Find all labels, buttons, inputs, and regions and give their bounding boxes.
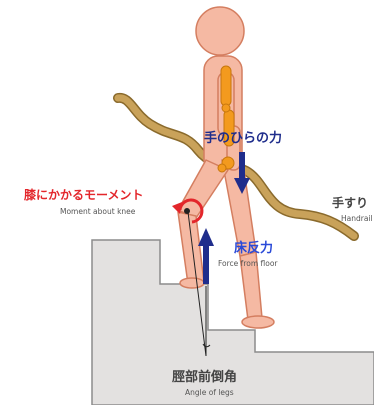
back-foot (241, 315, 275, 329)
leg-angle-label: 脛部前倒角 (172, 369, 237, 385)
palm-force-label: 手のひらの力 (204, 130, 282, 146)
floor-force-arrow (198, 228, 214, 284)
knee-moment-icon (172, 198, 204, 224)
handrail-subtitle: Handrail (341, 214, 373, 223)
front-foot (179, 277, 205, 289)
floor-force-subtitle: Force from floor (218, 259, 278, 268)
head (195, 6, 245, 56)
leg-angle-subtitle: Angle of legs (185, 388, 234, 397)
palm-force-arrow (234, 152, 250, 194)
leg-angle-lines (187, 211, 211, 357)
stairs (91, 239, 374, 405)
knee-moment-subtitle: Moment about knee (60, 207, 136, 216)
handrail-label: 手すり (332, 195, 368, 210)
knee-moment-label: 膝にかかるモーメント (24, 187, 144, 202)
front-shin (177, 211, 205, 285)
floor-force-label: 床反力 (234, 240, 273, 256)
arm-joints (217, 65, 235, 173)
